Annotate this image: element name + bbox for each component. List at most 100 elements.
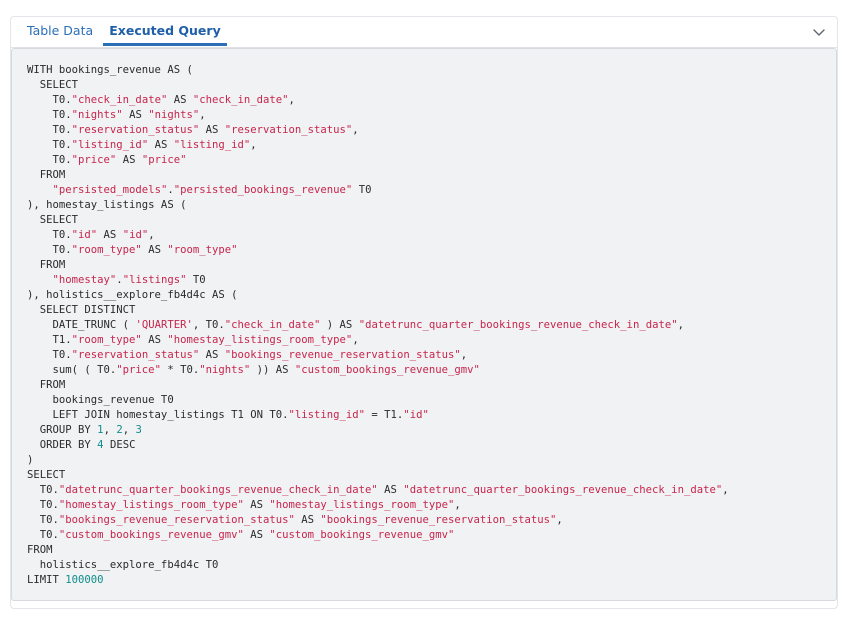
sql-line: WITH bookings_revenue AS ( (27, 63, 836, 78)
sql-token: T0. (27, 499, 59, 511)
sql-token: AS (167, 94, 193, 106)
sql-token: AS (122, 109, 149, 121)
sql-token: , (454, 499, 461, 511)
sql-line: T0."nights" AS "nights", (27, 108, 836, 123)
sql-number-token: 2 (116, 424, 123, 436)
sql-token: ), homestay_listings AS ( (27, 199, 187, 211)
sql-string-token: "bookings_revenue_reservation_status" (58, 514, 295, 526)
sql-line: "homestay"."listings" T0 (27, 273, 836, 288)
sql-token: , T0. (192, 319, 225, 331)
chevron-down-icon[interactable] (811, 24, 827, 40)
sql-token: bookings_revenue T0 (27, 394, 174, 406)
sql-string-token: "bookings_revenue_reservation_status" (320, 514, 557, 526)
sql-string-token: "datetrunc_quarter_bookings_revenue_chec… (358, 319, 678, 331)
sql-token: T0. (27, 109, 72, 121)
sql-token: WITH bookings_revenue AS ( (27, 64, 193, 76)
sql-token: T0. (27, 484, 59, 496)
sql-line: SELECT DISTINCT (27, 303, 836, 318)
sql-token: ), holistics__explore_fb4d4c AS ( (27, 289, 238, 301)
sql-line: FROM (27, 378, 836, 393)
sql-line: T0."datetrunc_quarter_bookings_revenue_c… (27, 483, 836, 498)
sql-string-token: "nights" (148, 109, 200, 121)
sql-string-token: "bookings_revenue_reservation_status" (224, 349, 461, 361)
sql-token: T0. (27, 154, 72, 166)
sql-string-token: "id" (71, 229, 98, 241)
sql-line: T0."check_in_date" AS "check_in_date", (27, 93, 836, 108)
sql-token: , (722, 484, 729, 496)
sql-token: , (148, 229, 155, 241)
sql-string-token: "homestay_listings_room_type" (167, 334, 353, 346)
sql-token: , (250, 139, 257, 151)
sql-string-token: "persisted_bookings_revenue" (173, 184, 353, 196)
sql-line: T1."room_type" AS "homestay_listings_roo… (27, 333, 836, 348)
sql-token: SELECT (27, 214, 79, 226)
sql-number-token: 100000 (65, 574, 104, 586)
sql-line: T0."listing_id" AS "listing_id", (27, 138, 836, 153)
sql-token: LIMIT (27, 574, 66, 586)
sql-line: T0."price" AS "price" (27, 153, 836, 168)
sql-token: T0. (27, 229, 72, 241)
sql-string-token: "price" (141, 154, 187, 166)
sql-string-token: "listing_id" (173, 139, 251, 151)
sql-token: AS (243, 529, 270, 541)
sql-line: GROUP BY 1, 2, 3 (27, 423, 836, 438)
sql-line: FROM (27, 258, 836, 273)
tab-table-data[interactable]: Table Data (27, 23, 94, 38)
sql-number-token: 3 (135, 424, 142, 436)
sql-token: T0. (27, 244, 72, 256)
sql-token: , (288, 94, 295, 106)
sql-token: T0 (352, 184, 372, 196)
sql-line: SELECT (27, 468, 836, 483)
sql-token: T0 (186, 274, 206, 286)
sql-string-token: "nights" (71, 109, 123, 121)
sql-token: , (103, 424, 117, 436)
executed-query-code[interactable]: WITH bookings_revenue AS ( SELECT T0."ch… (11, 48, 837, 601)
sql-line: T0."homestay_listings_room_type" AS "hom… (27, 498, 836, 513)
sql-token: FROM (27, 259, 66, 271)
sql-token: T0. (27, 349, 72, 361)
sql-token: AS (97, 229, 123, 241)
sql-token: , (199, 109, 206, 121)
sql-token: FROM (27, 169, 66, 181)
sql-text: WITH bookings_revenue AS ( SELECT T0."ch… (12, 49, 836, 588)
sql-string-token: "reservation_status" (71, 349, 200, 361)
sql-string-token: "reservation_status" (71, 124, 200, 136)
sql-line: sum( ( T0."price" * T0."nights" )) AS "c… (27, 363, 836, 378)
sql-token: AS (199, 124, 225, 136)
sql-token: FROM (27, 544, 53, 556)
sql-string-token: "custom_bookings_revenue_gmv" (269, 529, 455, 541)
sql-string-token: "check_in_date" (224, 319, 321, 331)
sql-token: ORDER BY (27, 439, 98, 451)
sql-token: . (167, 184, 174, 196)
sql-string-token: "homestay_listings_room_type" (269, 499, 455, 511)
sql-token: AS (294, 514, 321, 526)
sql-string-token: "room_type" (71, 334, 142, 346)
sql-line: FROM (27, 543, 836, 558)
sql-token: , (352, 124, 359, 136)
sql-token: AS (377, 484, 404, 496)
sql-line: LIMIT 100000 (27, 573, 836, 588)
sql-line: T0."reservation_status" AS "reservation_… (27, 123, 836, 138)
sql-token: FROM (27, 379, 66, 391)
sql-string-token: "custom_bookings_revenue_gmv" (294, 364, 480, 376)
sql-line: T0."reservation_status" AS "bookings_rev… (27, 348, 836, 363)
sql-string-token: "price" (71, 154, 117, 166)
sql-line: DATE_TRUNC ( 'QUARTER', T0."check_in_dat… (27, 318, 836, 333)
sql-token: SELECT (27, 79, 79, 91)
sql-token: ) (27, 454, 34, 466)
sql-token: AS (199, 349, 225, 361)
sql-line: T0."bookings_revenue_reservation_status"… (27, 513, 836, 528)
sql-token: T0. (27, 139, 72, 151)
tab-bar: Table Data Executed Query (11, 17, 837, 48)
sql-string-token: "listings" (122, 274, 187, 286)
sql-string-token: "id" (122, 229, 149, 241)
sql-token: )) AS (250, 364, 295, 376)
query-panel: Table Data Executed Query WITH bookings_… (10, 16, 838, 609)
sql-token: T0. (27, 529, 59, 541)
sql-string-token: "price" (116, 364, 161, 376)
sql-line: ), homestay_listings AS ( (27, 198, 836, 213)
tab-executed-query[interactable]: Executed Query (103, 22, 227, 46)
sql-token: , (556, 514, 563, 526)
sql-line: T0."custom_bookings_revenue_gmv" AS "cus… (27, 528, 836, 543)
sql-token: AS (116, 154, 142, 166)
